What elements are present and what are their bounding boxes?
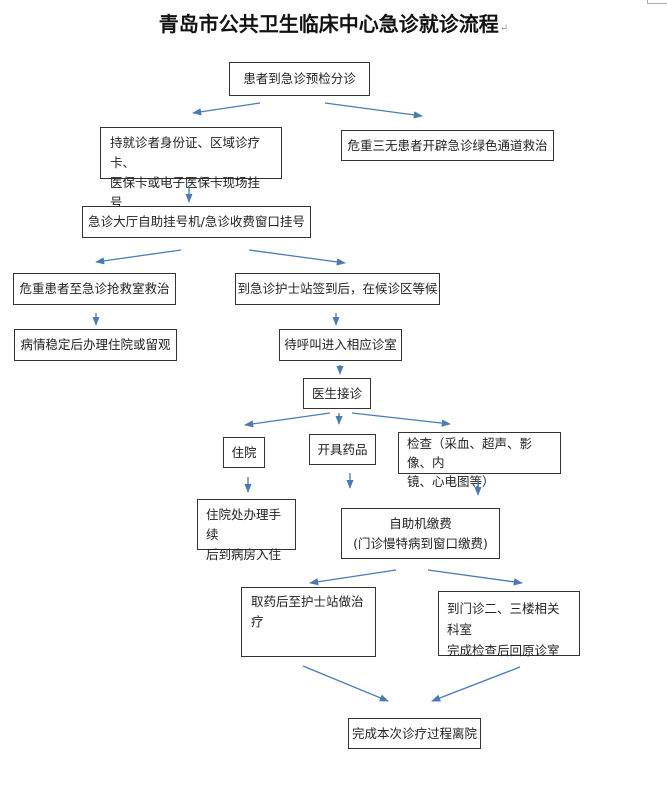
node-doctor-label: 医生接诊 xyxy=(311,385,362,401)
page-title: 青岛市公共卫生临床中心急诊就诊流程↵ xyxy=(0,8,667,37)
arrow-doctor-to-exam xyxy=(351,412,451,427)
arrow-triage-to-register-id xyxy=(192,102,261,116)
node-finish: 完成本次诊疗过程离院 xyxy=(348,718,481,749)
node-wait-call: 待呼叫进入相应诊室 xyxy=(279,329,402,361)
node-prescribe: 开具药品 xyxy=(309,434,376,465)
node-exam-line1: 检查（采血、超声、影像、内 xyxy=(407,436,533,470)
node-payment-line2: (门诊慢特病到窗口缴费) xyxy=(353,535,488,551)
node-exam-dept: 到门诊二、三楼相关科室 完成检查后回原诊室 xyxy=(438,591,580,658)
node-nurse-station: 到急诊护士站签到后，在候诊区等候 xyxy=(235,273,440,305)
arrow-payment-to-treatment xyxy=(309,569,397,586)
node-triage-label: 患者到急诊预检分诊 xyxy=(243,71,356,86)
node-admission: 住院处办理手续 后到病房入住 xyxy=(197,499,296,562)
node-exam-dept-line2: 完成检查后回原诊室 xyxy=(447,643,560,658)
page-corner-mark xyxy=(647,0,667,4)
node-treatment-label: 取药后至护士站做治疗 xyxy=(251,594,364,629)
node-triage: 患者到急诊预检分诊 xyxy=(229,62,370,96)
arrow-payment-to-exam-dept xyxy=(427,569,523,586)
node-green-channel: 危重三无患者开辟急诊绿色通道救治 xyxy=(341,130,554,161)
arrow-doctor-to-hospitalize xyxy=(244,412,331,428)
arrow-self-register-to-critical-rescue xyxy=(95,249,182,265)
node-register-id: 持就诊者身份证、区域诊疗卡、 医保卡或电子医保卡现场挂号 xyxy=(100,127,282,210)
node-prescribe-label: 开具药品 xyxy=(317,441,368,457)
node-critical-rescue: 危重患者至急诊抢救室救治 xyxy=(13,273,176,305)
arrow-self-register-to-nurse-station xyxy=(248,249,346,266)
node-self-register: 急诊大厅自助挂号机/急诊收费窗口挂号 xyxy=(82,206,311,238)
arrow-exam-dept-to-finish xyxy=(431,666,521,702)
node-doctor: 医生接诊 xyxy=(303,378,371,409)
node-green-channel-label: 危重三无患者开辟急诊绿色通道救治 xyxy=(347,137,548,153)
node-payment-line1: 自助机缴费 xyxy=(389,515,452,531)
arrow-treatment-to-finish xyxy=(302,665,389,702)
node-wait-call-label: 待呼叫进入相应诊室 xyxy=(284,337,397,352)
node-stable-admit-label: 病情稳定后办理住院或留观 xyxy=(20,337,171,352)
node-exam-dept-line1: 到门诊二、三楼相关科室 xyxy=(447,601,560,637)
node-self-register-label: 急诊大厅自助挂号机/急诊收费窗口挂号 xyxy=(88,214,305,229)
paragraph-mark-icon: ↵ xyxy=(499,23,509,34)
node-hospitalize: 住院 xyxy=(223,437,265,468)
node-register-id-line1: 持就诊者身份证、区域诊疗卡、 xyxy=(110,135,261,170)
node-stable-admit: 病情稳定后办理住院或留观 xyxy=(14,329,177,361)
node-admission-line2: 后到病房入住 xyxy=(206,547,282,562)
arrow-triage-to-green-channel xyxy=(324,102,423,119)
title-text: 青岛市公共卫生临床中心急诊就诊流程 xyxy=(158,12,499,36)
node-critical-rescue-label: 危重患者至急诊抢救室救治 xyxy=(19,281,170,296)
node-hospitalize-label: 住院 xyxy=(231,444,257,460)
node-payment: 自助机缴费 (门诊慢特病到窗口缴费) xyxy=(341,508,500,559)
node-exam: 检查（采血、超声、影像、内 镜、心电图等） xyxy=(398,432,561,489)
node-nurse-station-label: 到急诊护士站签到后，在候诊区等候 xyxy=(237,281,438,296)
node-admission-line1: 住院处办理手续 xyxy=(206,507,282,542)
node-treatment: 取药后至护士站做治疗 xyxy=(241,587,376,657)
node-exam-line2: 镜、心电图等） xyxy=(407,474,495,489)
node-finish-label: 完成本次诊疗过程离院 xyxy=(351,725,477,741)
